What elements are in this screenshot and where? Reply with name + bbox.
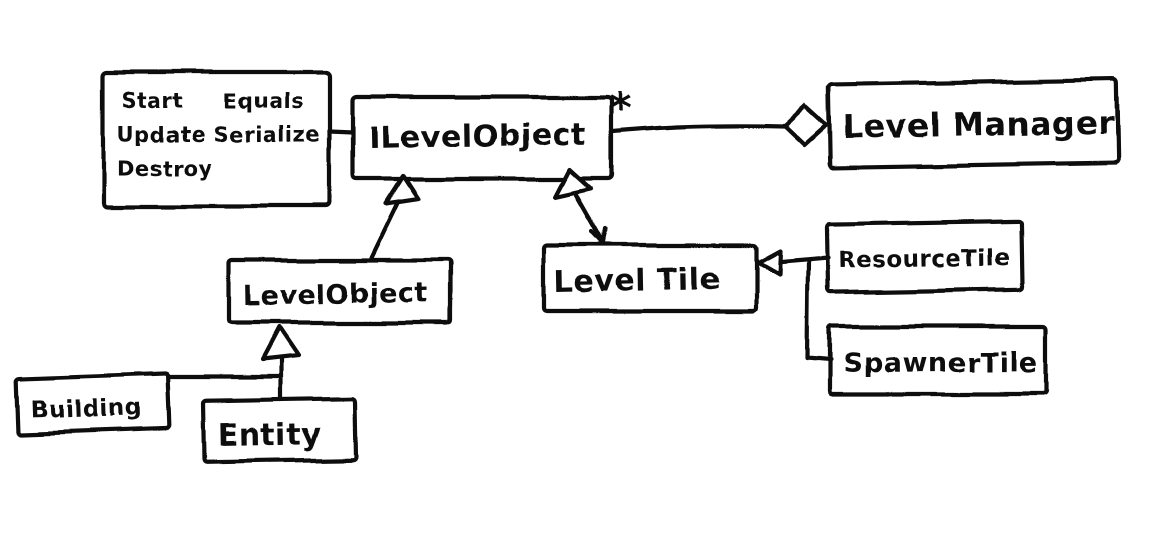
leveltile-class-box (541, 242, 759, 314)
aggregation-diamond-icon (783, 104, 830, 148)
entity-inheritance-triangle-icon (259, 325, 301, 363)
levelmanager-label: Level Manager (842, 103, 1114, 146)
spawnertile-label: SpawnerTile (844, 348, 1038, 379)
tiles-inheritance-triangle-icon (755, 248, 783, 278)
method-label-serialize: Serialize (214, 123, 320, 147)
levelobject-label: LevelObject (243, 278, 428, 312)
method-label-start: Start (121, 89, 183, 113)
leveltile-inheritance-line (574, 191, 605, 241)
resourcetile-class-box (824, 219, 1025, 295)
aggregation-line (609, 123, 789, 134)
spawnertile-class-box (826, 323, 1050, 397)
spawnertile-inheritance-line (804, 258, 833, 363)
ilevelobject-class-box (350, 94, 614, 181)
leveltile-label: Level Tile (554, 262, 721, 300)
multiplicity-star-label: * (610, 83, 632, 132)
resourcetile-label: ResourceTile (838, 245, 1011, 274)
entity-class-box (201, 395, 359, 465)
building-class-box (14, 371, 172, 436)
methods-attachment-line (327, 128, 356, 135)
ilevelobject-label: ILevelObject (369, 117, 586, 156)
entity-label: Entity (218, 417, 322, 454)
leveltile-inheritance-triangle-icon (553, 166, 594, 199)
resourcetile-inheritance-line (778, 255, 831, 265)
building-label: Building (30, 394, 142, 424)
methods-note-box (100, 69, 333, 209)
levelobject-inheritance-triangle-icon (383, 172, 422, 206)
method-label-update: Update (117, 123, 206, 147)
levelobject-inheritance-line (368, 197, 402, 261)
method-label-destroy: Destroy (117, 157, 213, 181)
levelobject-class-box (226, 257, 454, 326)
method-label-equals: Equals (223, 89, 304, 113)
levelmanager-class-box (827, 77, 1121, 170)
